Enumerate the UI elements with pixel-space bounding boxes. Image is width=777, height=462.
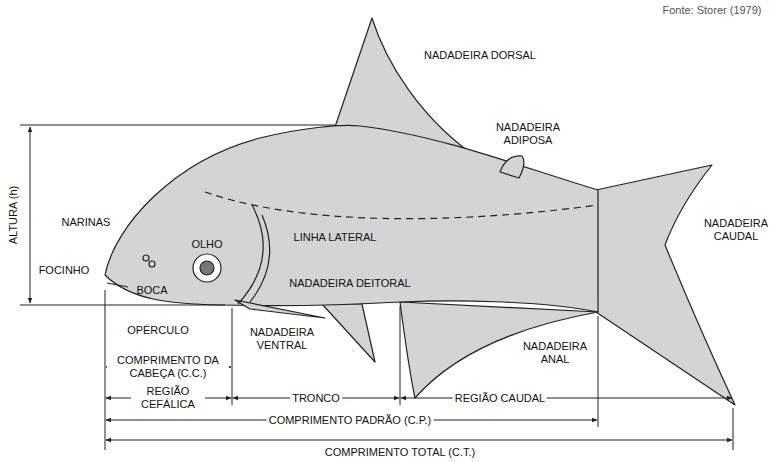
part-label: OPÉRCULO [125, 324, 191, 337]
adipose-fin [500, 156, 524, 178]
dimension-label: ALTURA (h) [7, 184, 20, 246]
dimension-label: COMPRIMENTO PADRÃO (C.P.) [267, 414, 434, 427]
source-note: Fonte: Storer (1979) [660, 4, 763, 17]
pupil [200, 261, 214, 275]
part-label: NADADEIRA CAUDAL [698, 217, 774, 243]
caudal-fin [596, 165, 735, 405]
part-label: NADADEIRA ANAL [513, 340, 597, 366]
dimension-label: COMPRIMENTO DA CABEÇA (C.C.) [107, 354, 229, 380]
anal-fin [400, 302, 598, 398]
ventral-fin [322, 304, 375, 362]
operculum-line [250, 215, 270, 302]
fish-body [105, 126, 598, 313]
eye [193, 254, 221, 282]
part-label: OLHO [189, 238, 224, 251]
nostril [143, 255, 149, 261]
nostril [149, 261, 155, 267]
part-label: NADADEIRA DEITORAL [287, 277, 412, 290]
part-label: NADADEIRA DORSAL [422, 49, 538, 62]
part-label: LINHA LATERAL [292, 231, 379, 244]
part-label: NARINAS [60, 216, 113, 229]
part-label: NADADEIRA VENTRAL [240, 326, 324, 352]
dimension-label: COMPRIMENTO TOTAL (C.T.) [323, 446, 477, 459]
dimension-label: REGIÃO CEFÁLICA [131, 385, 205, 411]
dimension-lines [20, 125, 733, 450]
part-label: NADADEIRA ADIPOSA [486, 121, 570, 147]
part-label: FOCINHO [37, 264, 92, 277]
lateral-line [205, 192, 598, 219]
pectoral-fin [235, 300, 325, 318]
dimension-label: TRONCO [290, 392, 342, 405]
part-label: BOCA [134, 284, 169, 297]
dimension-label: REGIÃO CAUDAL [453, 392, 547, 405]
mouth-line [107, 283, 128, 287]
